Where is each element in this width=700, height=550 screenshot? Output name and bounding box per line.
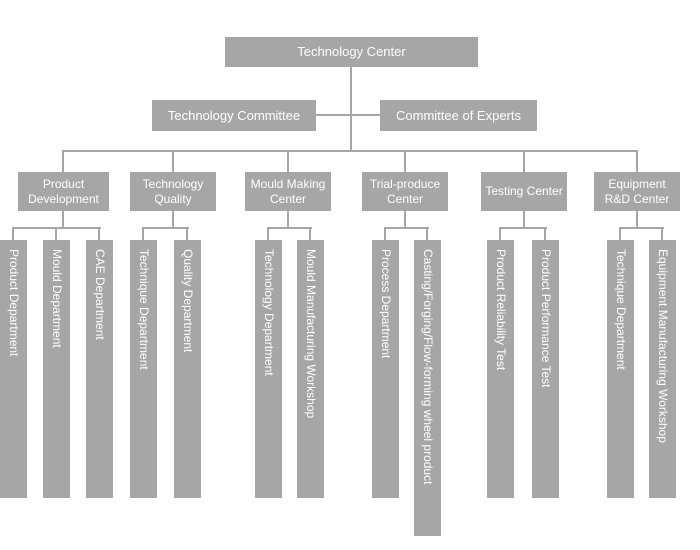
node-trial-produce-center: Trial-produce Center [362, 172, 448, 211]
node-product-reliability-test: Product Reliability Test [487, 240, 514, 498]
connector-branch-stub [62, 150, 64, 174]
connector-child-drop [12, 227, 14, 240]
node-product-performance-test: Product Performance Test [532, 240, 559, 498]
connector-branch-stub [523, 150, 525, 174]
connector-child-drop [142, 227, 144, 240]
connector-parent-stub [172, 211, 174, 228]
connector-child-drop [267, 227, 269, 240]
node-casting-forging-flow-forming: Casting/Forging/Flow-forming wheel produ… [414, 240, 441, 536]
node-technology-center: Technology Center [225, 37, 478, 67]
node-technology-department: Technology Department [255, 240, 282, 498]
connector-child-drop [55, 227, 57, 240]
connector-branch-stub [636, 150, 638, 174]
connector-child-drop [426, 227, 428, 240]
connector-parent-stub [62, 211, 64, 228]
node-product-development: Product Development [18, 172, 109, 211]
connector-children-horizontal [500, 227, 547, 229]
node-quality-department: Quality Department [174, 240, 201, 498]
connector-parent-stub [523, 211, 525, 228]
connector-child-drop [98, 227, 100, 240]
connector-child-drop [619, 227, 621, 240]
connector-branch-stub [287, 150, 289, 174]
connector-children-horizontal [385, 227, 429, 229]
connector-children-horizontal [143, 227, 189, 229]
node-committee-of-experts: Committee of Experts [380, 100, 537, 131]
connector-branch-bus [62, 150, 638, 152]
node-process-department: Process Department [372, 240, 399, 498]
node-technique-department-2: Technique Department [607, 240, 634, 498]
connector-child-drop [384, 227, 386, 240]
node-mould-manufacturing-workshop: Mould Manufacturing Workshop [297, 240, 324, 498]
node-technology-committee: Technology Committee [152, 100, 316, 131]
node-testing-center: Testing Center [481, 172, 567, 211]
connector-children-horizontal [13, 227, 101, 229]
connector-child-drop [309, 227, 311, 240]
connector-child-drop [186, 227, 188, 240]
connector-branch-stub [404, 150, 406, 174]
connector-parent-stub [636, 211, 638, 228]
connector-child-drop [499, 227, 501, 240]
node-equipment-rd-center: Equipment R&D Center [594, 172, 680, 211]
node-cae-department: CAE Department [86, 240, 113, 498]
connector-child-drop [544, 227, 546, 240]
connector-children-horizontal [620, 227, 664, 229]
node-equipment-manufacturing-workshop: Equipment Manufacturing Workshop [649, 240, 676, 498]
node-mould-making-center: Mould Making Center [245, 172, 331, 211]
connector-branch-stub [172, 150, 174, 174]
connector-committees-horizontal [316, 114, 380, 116]
node-product-department: Product Department [0, 240, 27, 498]
connector-parent-stub [287, 211, 289, 228]
connector-root-vertical [350, 67, 352, 150]
node-technology-quality: Technology Quality [130, 172, 216, 211]
connector-parent-stub [404, 211, 406, 228]
node-mould-department: Mould Department [43, 240, 70, 498]
connector-children-horizontal [268, 227, 312, 229]
connector-child-drop [661, 227, 663, 240]
node-technique-department: Technique Department [130, 240, 157, 498]
